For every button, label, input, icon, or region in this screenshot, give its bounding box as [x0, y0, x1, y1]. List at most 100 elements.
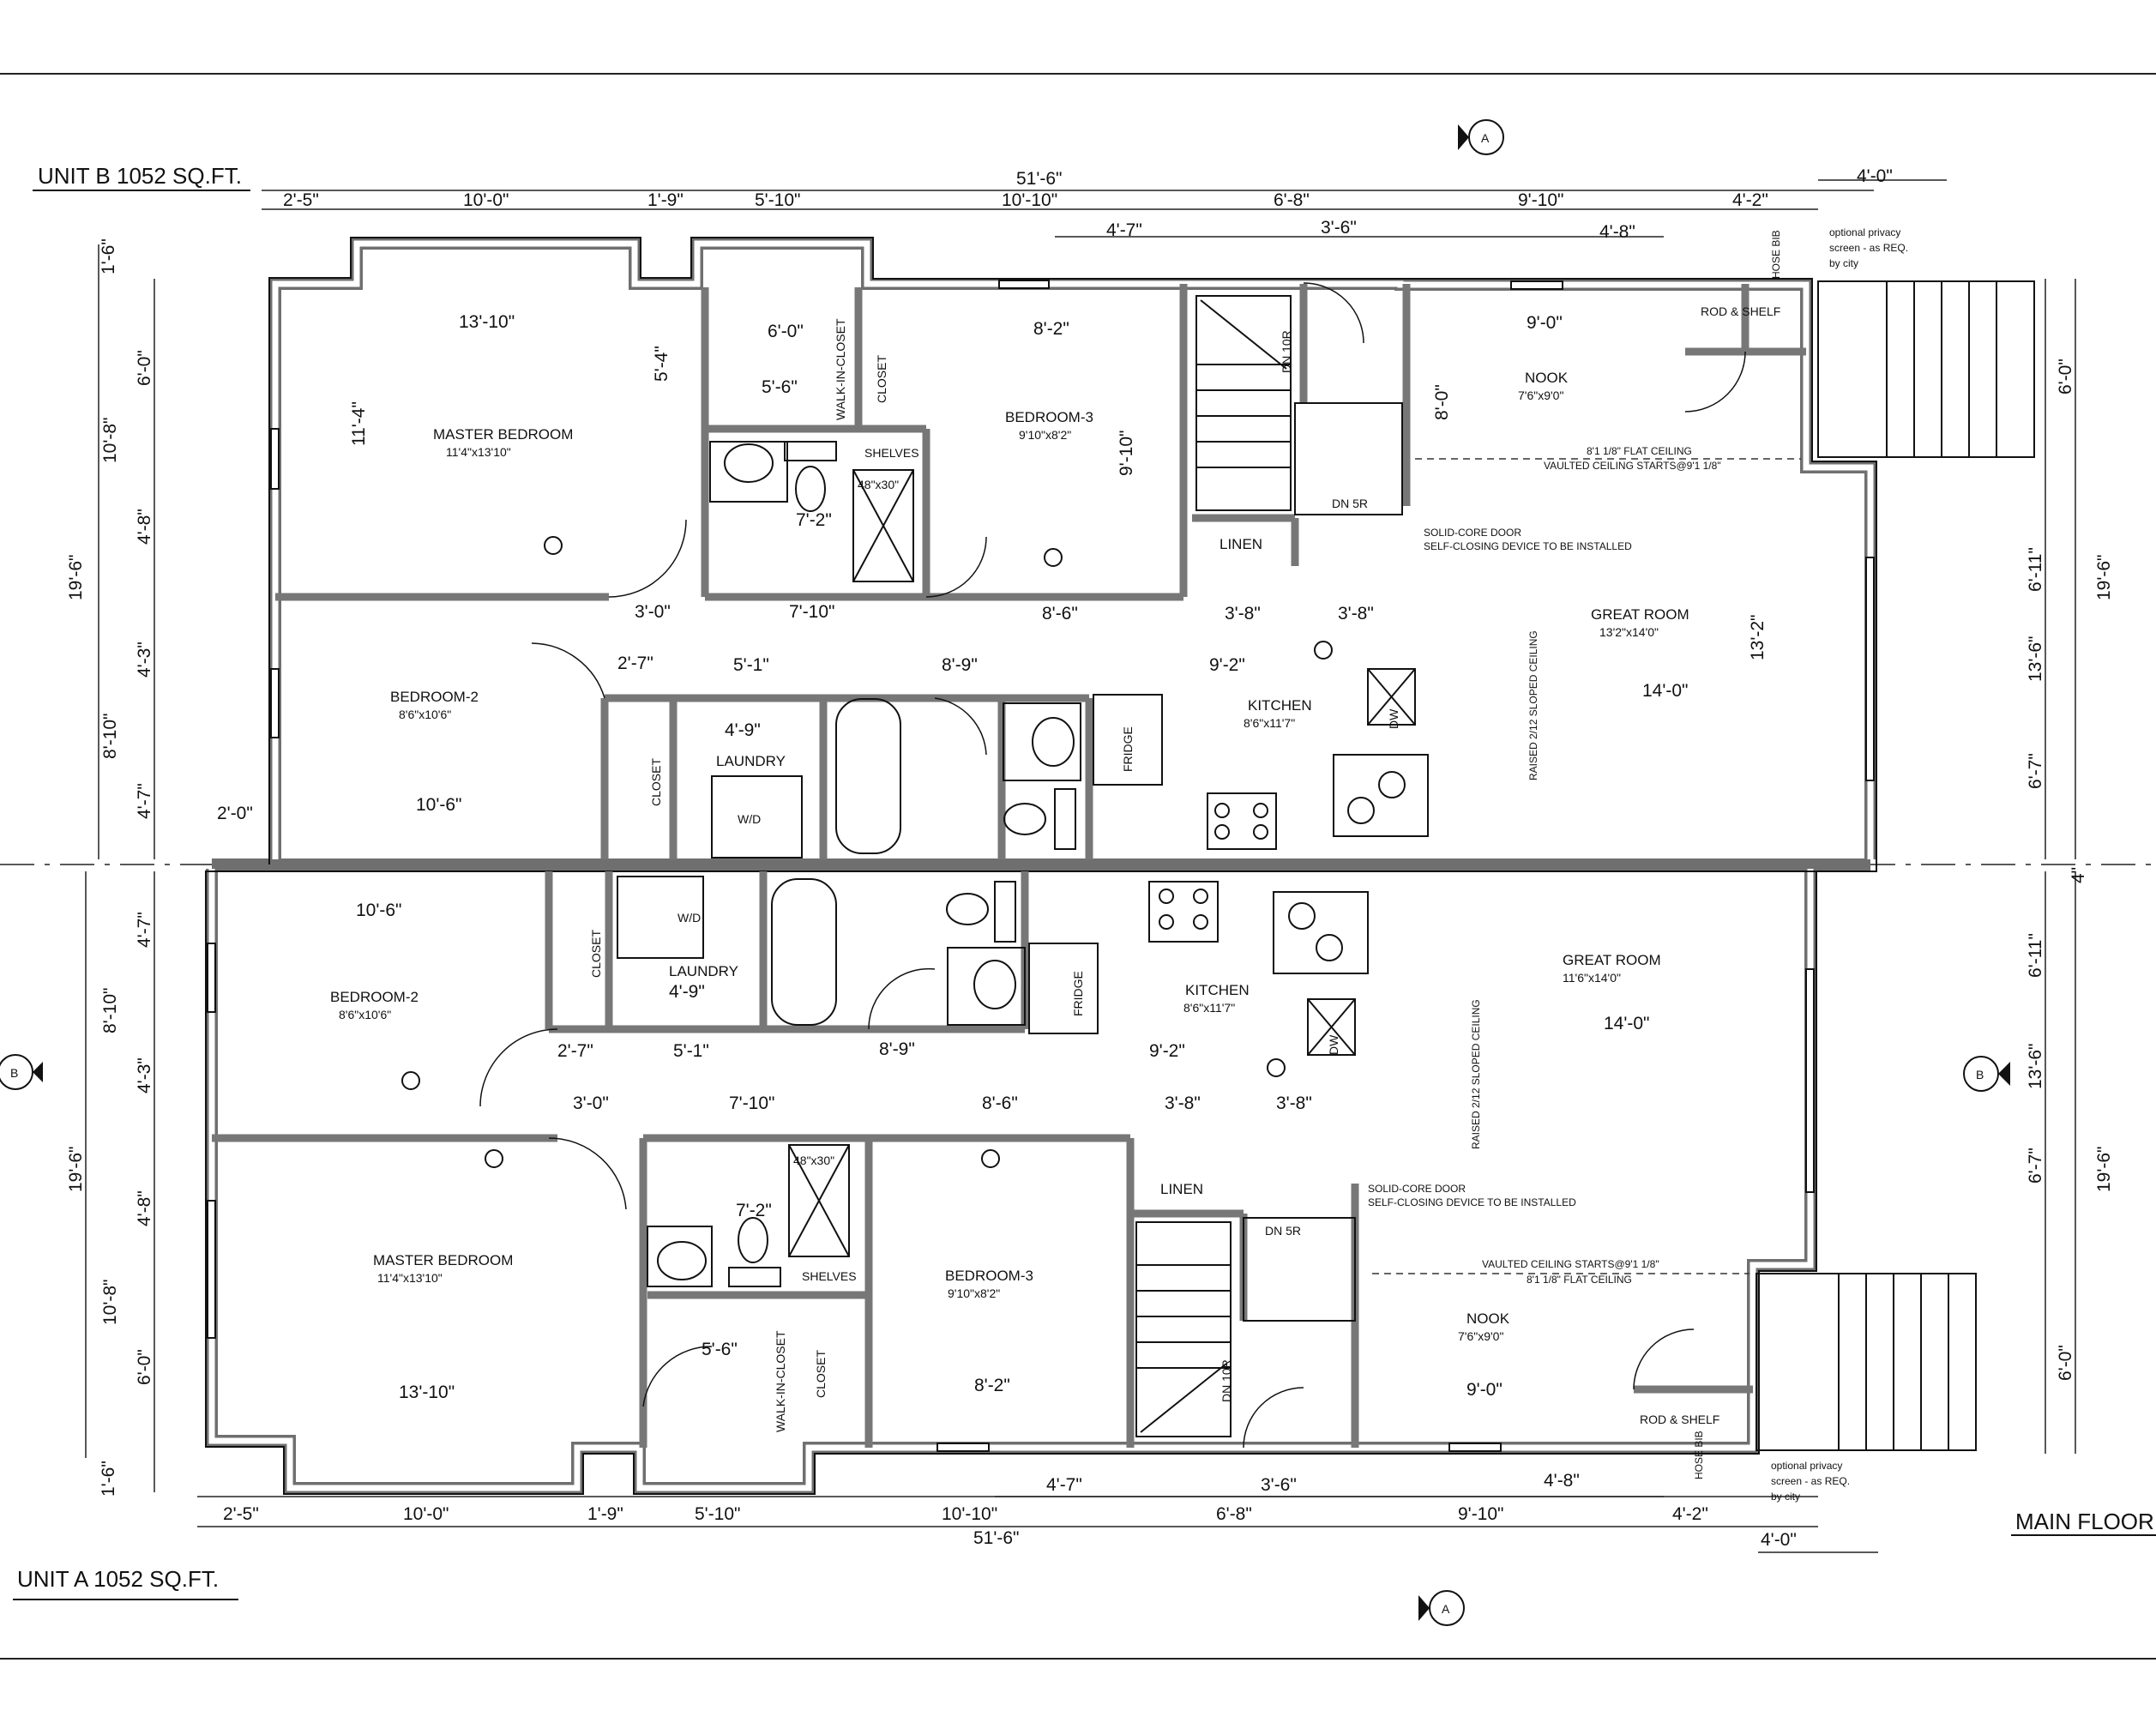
- dim-left: 4'-8": [135, 1190, 154, 1226]
- shower-a: 48"x30": [793, 1154, 834, 1167]
- fridge-b: FRIDGE: [1121, 726, 1135, 772]
- dim-int-b: 3'-8": [1225, 604, 1261, 624]
- dim-int-b: 10'-6": [416, 795, 462, 815]
- sloped-b: RAISED 2/12 SLOPED CEILING: [1527, 630, 1539, 780]
- dim-top-overall: 51'-6": [1016, 169, 1063, 189]
- dim-int-b: 4'-9": [725, 720, 761, 740]
- solid-core-b: SOLID-CORE DOOR: [1424, 527, 1521, 539]
- dim-right: 13'-6": [2026, 1044, 2045, 1090]
- dim-top-seg: 1'-9": [647, 190, 684, 210]
- dim-bottom-seg: 1'-9": [587, 1504, 623, 1524]
- shower-b: 48"x30": [858, 478, 899, 491]
- dim-int-a: 14'-0": [1604, 1014, 1650, 1033]
- room-kitchen-a: KITCHEN: [1185, 982, 1250, 998]
- dim-top-seg: 9'-10": [1518, 190, 1564, 210]
- room-nook-a-size: 7'6"x9'0": [1458, 1329, 1503, 1343]
- dim-left: 10'-8": [100, 1280, 120, 1326]
- interior-stairs: [1135, 295, 1403, 1437]
- main-floor-title: MAIN FLOOR: [2015, 1509, 2154, 1534]
- dim-right: 6'-11": [2026, 547, 2045, 592]
- room-nook-b-size: 7'6"x9'0": [1518, 389, 1563, 402]
- room-bed3-a: BEDROOM-3: [945, 1268, 1033, 1284]
- dim-left: 8'-10": [100, 988, 120, 1034]
- dim-int-a: 8'-2": [974, 1376, 1010, 1395]
- room-laundry-b: LAUNDRY: [716, 753, 786, 769]
- wic-b: WALK-IN-CLOSET: [834, 318, 847, 420]
- dim-int-a: 13'-10": [399, 1383, 455, 1402]
- dim-right: 19'-6": [2094, 555, 2114, 601]
- room-bed3-b-size: 9'10"x8'2": [1019, 428, 1071, 442]
- dim-right: 13'-6": [2026, 636, 2045, 683]
- dim-int-b: 8'-2": [1033, 319, 1069, 339]
- dim-int-a: 8'-6": [982, 1093, 1018, 1113]
- privacy-note-b-2: screen - as REQ.: [1829, 242, 1908, 254]
- solid-core-a: SOLID-CORE DOOR: [1368, 1183, 1466, 1195]
- dim-top-seg: 10'-0": [463, 190, 509, 210]
- dim-right: 6'-0": [2056, 358, 2075, 395]
- dim-int-b: 8'-6": [1042, 604, 1078, 624]
- dim-top-row2: 3'-6": [1321, 218, 1357, 238]
- dim-int-b: 5'-1": [733, 655, 769, 675]
- room-laundry-a: LAUNDRY: [669, 963, 738, 979]
- privacy-note-b-1: optional privacy: [1829, 226, 1900, 238]
- room-great-a: GREAT ROOM: [1563, 952, 1661, 968]
- flat-ceiling-b: 8'1 1/8" FLAT CEILING: [1587, 445, 1692, 457]
- dim-right: 6'-7": [2026, 1148, 2045, 1184]
- dim-int-b: 9'-2": [1209, 655, 1245, 675]
- dim-top-row2: 4'-7": [1106, 220, 1142, 240]
- room-bed2-b: BEDROOM-2: [390, 689, 479, 705]
- dim-int-b: 3'-0": [635, 602, 671, 622]
- dim-top-row2: 4'-8": [1599, 222, 1635, 242]
- dim-right: 6'-7": [2026, 753, 2045, 789]
- dim-left: 6'-0": [135, 1349, 154, 1385]
- room-master-a-size: 11'4"x13'10": [377, 1271, 443, 1285]
- dim-bottom-seg: 9'-10": [1458, 1504, 1504, 1524]
- room-master-b: MASTER BEDROOM: [433, 426, 573, 443]
- dim-top-seg: 10'-10": [1002, 190, 1057, 210]
- dim-top-seg: 2'-5": [283, 190, 319, 210]
- room-master-a: MASTER BEDROOM: [373, 1252, 513, 1268]
- linen-b: LINEN: [1220, 536, 1262, 552]
- shelves-b: SHELVES: [864, 446, 919, 460]
- privacy-note-b-3: by city: [1829, 257, 1858, 269]
- right-dims: 6'-0" 6'-11" 6'-7" 13'-6" 19'-6" 6'-11" …: [2026, 358, 2114, 1381]
- room-kitchen-b: KITCHEN: [1248, 697, 1312, 714]
- dim-left: 4'-7": [135, 912, 154, 948]
- door-swings: [479, 282, 1746, 1449]
- dim-int-a: 3'-8": [1165, 1093, 1201, 1113]
- dim-bottom-row2: 4'-8": [1544, 1471, 1580, 1491]
- unit-a-title: UNIT A 1052 SQ.FT.: [17, 1566, 219, 1592]
- flat-ceiling-a: 8'1 1/8" FLAT CEILING: [1527, 1274, 1632, 1286]
- dim-top-seg: 6'-8": [1274, 190, 1310, 210]
- privacy-note-a-2: screen - as REQ.: [1771, 1475, 1850, 1487]
- dim-left: 4'-7": [135, 783, 154, 819]
- dim-bottom-seg: 5'-10": [695, 1504, 741, 1524]
- windows: [207, 280, 1875, 1452]
- left-dims-b: 1'-6" 6'-0" 4'-8" 4'-3" 4'-7" 10'-8" 8'-…: [66, 238, 154, 819]
- section-a-top: A: [1481, 131, 1490, 145]
- self-closing-b: SELF-CLOSING DEVICE TO BE INSTALLED: [1424, 540, 1632, 552]
- dn-a: DN 10R: [1220, 1359, 1233, 1402]
- room-bed2-a: BEDROOM-2: [330, 989, 419, 1005]
- dim-int-b: 9'-10": [1117, 431, 1136, 477]
- room-nook-a: NOOK: [1466, 1310, 1510, 1327]
- dw-a: DW: [1327, 1034, 1340, 1055]
- dim-right: 6'-11": [2026, 933, 2045, 978]
- dn5-a: DN 5R: [1265, 1224, 1301, 1238]
- dim-bottom-seg: 10'-10": [942, 1504, 997, 1524]
- dim-top-seg: 5'-10": [755, 190, 801, 210]
- dim-int-a: 5'-1": [673, 1041, 709, 1061]
- dim-left: 19'-6": [66, 555, 86, 601]
- privacy-note-a-3: by city: [1771, 1491, 1800, 1503]
- room-great-b-size: 13'2"x14'0": [1599, 625, 1659, 639]
- dim-int-a: 3'-0": [573, 1093, 609, 1113]
- wd-b: W/D: [738, 812, 761, 826]
- dim-bottom-row2: 4'-7": [1046, 1475, 1082, 1495]
- dim-left: 1'-6": [99, 1461, 118, 1497]
- hose-bib-b: HOSE BIB: [1770, 230, 1782, 279]
- dim-int-b: 6'-0": [768, 322, 804, 341]
- dim-int-b: 8'-9": [942, 655, 978, 675]
- closet-b: CLOSET: [649, 758, 663, 806]
- room-kitchen-b-size: 8'6"x11'7": [1244, 716, 1295, 730]
- dim-left: 6'-0": [135, 350, 154, 386]
